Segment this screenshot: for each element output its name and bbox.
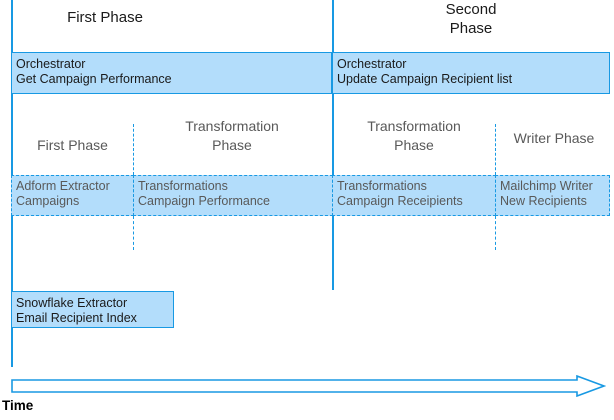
sublane-divider-mid-bottom	[332, 216, 333, 250]
time-axis-arrow-icon	[11, 375, 606, 397]
orchestrator-box-update-campaign-recipient-list[interactable]: Orchestrator Update Campaign Recipient l…	[332, 52, 610, 94]
swimlane-line-left-top	[11, 0, 13, 52]
subphase-heading-transformation-phase-2: Transformation Phase	[367, 118, 461, 153]
phase-heading-second-phase: Second Phase	[445, 1, 497, 37]
sublane-divider-left-bottom	[11, 216, 12, 250]
component-row-fill	[11, 175, 610, 216]
sublane-divider-transformation-1-bottom	[133, 216, 134, 250]
sublane-divider-writer-top	[495, 124, 496, 175]
sublane-divider-transformation-1-top	[133, 124, 134, 175]
subphase-heading-transformation-phase-1: Transformation Phase	[185, 118, 279, 153]
swimlane-line-mid-top	[332, 0, 334, 52]
orchestrator-box-get-campaign-performance[interactable]: Orchestrator Get Campaign Performance	[11, 52, 332, 94]
component-mailchimp-writer-new-recipients[interactable]: Mailchimp Writer New Recipients	[495, 175, 610, 216]
component-snowflake-extractor-email-recipient-index[interactable]: Snowflake Extractor Email Recipient Inde…	[11, 291, 174, 328]
component-transformations-campaign-receipients[interactable]: Transformations Campaign Receipients	[332, 175, 496, 216]
component-adform-extractor-campaigns[interactable]: Adform Extractor Campaigns	[11, 175, 134, 216]
sublane-divider-writer-bottom	[495, 216, 496, 250]
time-axis-label: Time	[2, 398, 34, 413]
phase-heading-first-phase: First Phase	[67, 9, 143, 26]
component-transformations-campaign-performance[interactable]: Transformations Campaign Performance	[133, 175, 333, 216]
subphase-heading-writer-phase: Writer Phase	[513, 130, 595, 146]
subphase-heading-first-phase: First Phase	[37, 137, 108, 153]
